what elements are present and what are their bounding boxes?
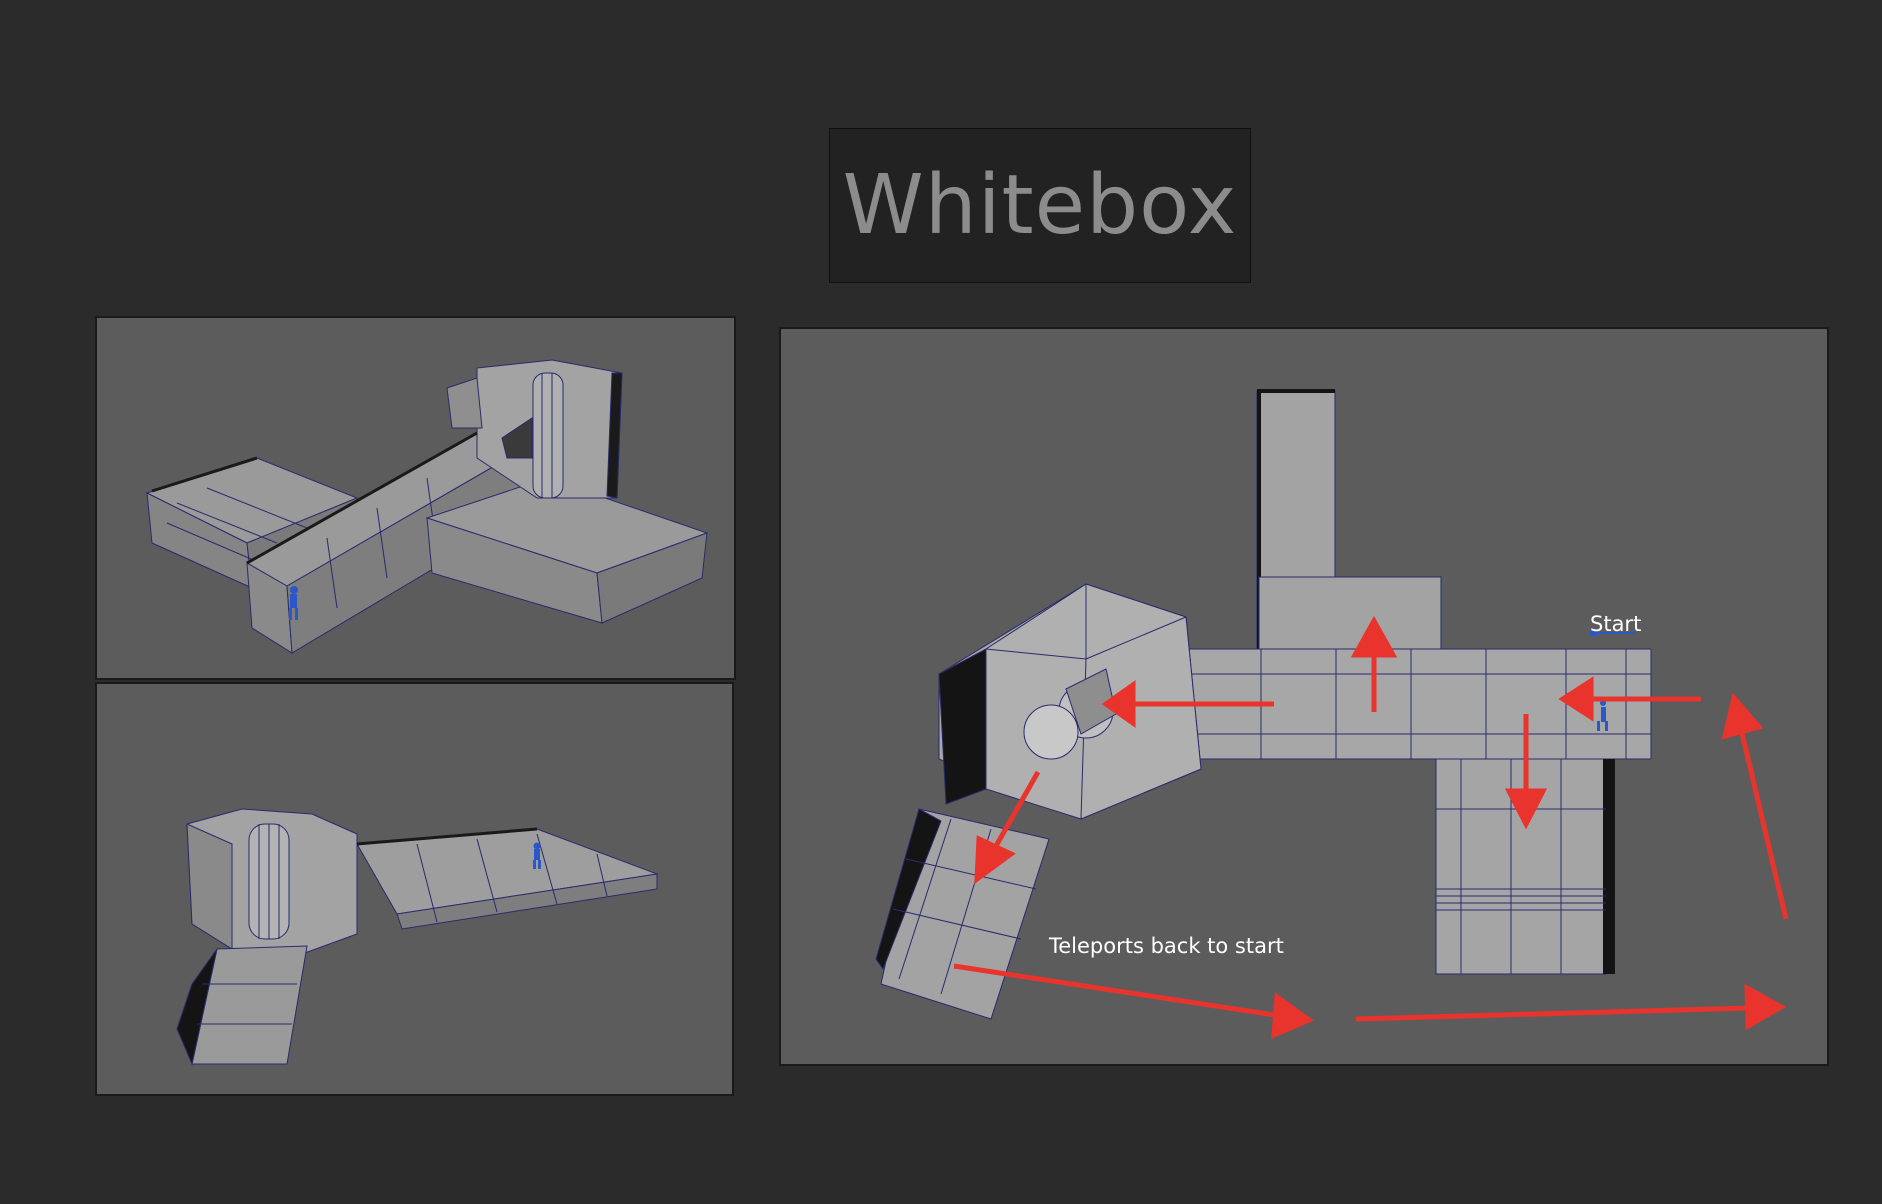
top-view-model (875, 389, 1789, 1039)
flow-arrows (953, 615, 1789, 1039)
player-icon (289, 586, 298, 620)
perspective-view-2 (95, 682, 734, 1096)
perspective-model-1 (145, 359, 709, 654)
page-title: Whitebox (842, 158, 1238, 253)
top-view: Start Teleports back to start (779, 327, 1829, 1066)
start-label: Start (1590, 612, 1642, 636)
player-icon (533, 842, 541, 869)
teleport-label: Teleports back to start (1049, 934, 1284, 958)
title-box: Whitebox (829, 128, 1251, 283)
start-marker (1589, 631, 1636, 636)
perspective-model-2 (176, 808, 659, 1066)
perspective-view-1 (95, 316, 736, 680)
